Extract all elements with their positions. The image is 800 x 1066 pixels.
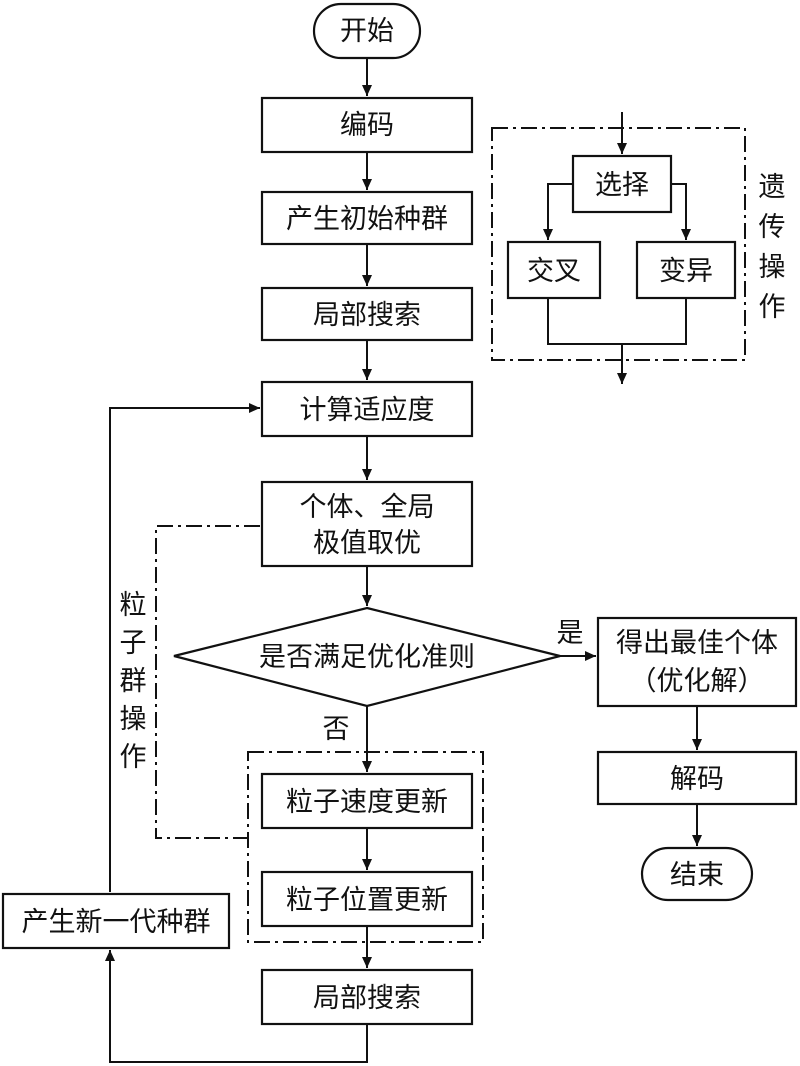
terminal-shape (640, 846, 754, 902)
node-decode: 解码 (596, 750, 798, 806)
crossover-box (506, 240, 602, 300)
no-label: 否 (323, 714, 350, 745)
node-start: 开始 (312, 2, 422, 60)
process-box (260, 480, 474, 568)
pso-group-label-rest: 子 群 操 作 (120, 628, 147, 773)
mutation-box (635, 240, 737, 300)
genetic-label-char: 作 (759, 292, 786, 323)
process-box (596, 616, 798, 708)
pso-label-char: 群 (120, 666, 147, 697)
process-box (260, 190, 474, 246)
node-fitness: 计算适应度 (260, 380, 474, 438)
local-search-2-label: 局部搜索 (313, 983, 421, 1014)
pso-group-bracket (155, 525, 260, 839)
merge-line (547, 298, 687, 345)
terminal-shape (312, 2, 422, 60)
encode-label: 编码 (340, 110, 394, 141)
fitness-label: 计算适应度 (300, 395, 435, 426)
node-new-generation: 产生新一代种群 (1, 892, 231, 950)
arrow-newgen-to-fitness (109, 403, 260, 892)
connectors (105, 58, 702, 1063)
node-local-search-1: 局部搜索 (260, 286, 474, 342)
node-position-update: 粒子位置更新 (260, 870, 474, 928)
node-velocity-update: 粒子速度更新 (260, 772, 474, 830)
mutation-label: 变异 (659, 256, 713, 287)
node-local-search-2: 局部搜索 (260, 968, 474, 1026)
genetic-label-char: 操 (759, 252, 786, 283)
local-search-1-label: 局部搜索 (313, 300, 421, 331)
selection-label: 选择 (595, 170, 649, 201)
pso-label-char: 作 (120, 742, 147, 773)
decision-label: 是否满足优化准则 (259, 642, 475, 673)
decode-label: 解码 (670, 764, 724, 795)
position-update-label: 粒子位置更新 (286, 885, 448, 916)
crossover-label: 交叉 (527, 256, 581, 287)
genetic-inset: 选择 交叉 变异 遗 传 操 作 (506, 112, 786, 384)
group-outlines (155, 127, 746, 943)
velocity-update-label: 粒子速度更新 (286, 787, 448, 818)
start-label: 开始 (340, 16, 394, 47)
optimum-label-line1: 个体、全局 (300, 492, 435, 523)
node-end: 结束 (640, 846, 754, 902)
process-box (260, 968, 474, 1026)
genetic-label-char: 遗 (759, 172, 786, 203)
decision-diamond (173, 606, 561, 708)
genetic-label-char: 传 (759, 212, 786, 243)
node-decision: 是否满足优化准则 (173, 606, 561, 708)
node-best-individual: 得出最佳个体 （优化解） (596, 616, 798, 708)
best-label-line1: 得出最佳个体 (616, 628, 778, 659)
process-box (260, 870, 474, 928)
init-population-label: 产生初始种群 (286, 204, 448, 235)
arrow-selection-to-mutation (671, 183, 691, 240)
best-label-line2: （优化解） (630, 666, 765, 697)
yes-label: 是 (557, 618, 584, 649)
node-optimum: 个体、全局 极值取优 (260, 480, 474, 568)
pso-update-group (247, 751, 484, 943)
process-box (260, 380, 474, 438)
genetic-operation-group (491, 127, 746, 361)
new-generation-label: 产生新一代种群 (22, 907, 211, 938)
process-box (596, 750, 798, 806)
pso-group-label: 粒 (120, 590, 147, 621)
pso-label-char: 操 (120, 704, 147, 735)
arrow-selection-to-crossover (543, 183, 573, 240)
process-box (260, 286, 474, 342)
node-encode: 编码 (260, 96, 474, 154)
process-box (260, 772, 474, 830)
optimum-label-line2: 极值取优 (313, 528, 421, 559)
pso-label-char: 子 (120, 628, 147, 659)
node-init-population: 产生初始种群 (260, 190, 474, 246)
end-label: 结束 (670, 860, 724, 891)
pso-label-char: 粒 (120, 590, 147, 621)
process-box (260, 96, 474, 154)
process-box (1, 892, 231, 950)
arrow-search2-to-newgen (105, 950, 368, 1063)
